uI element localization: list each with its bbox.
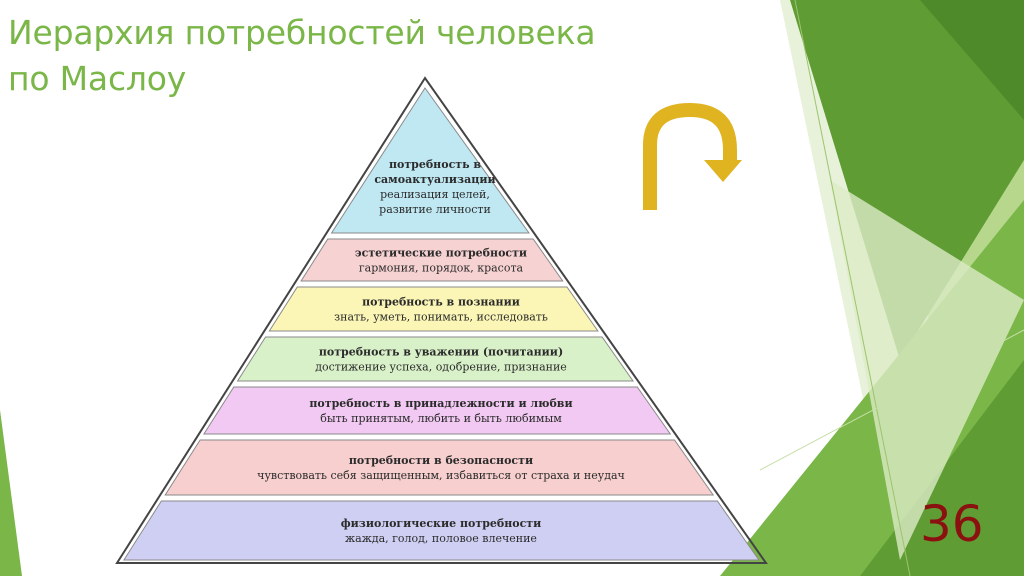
pyramid-level-6-band <box>164 439 715 496</box>
pyramid-level-7-line-2: жажда, голод, половое влечение <box>345 532 537 545</box>
pyramid-level-1-line-4: развитие личности <box>379 203 491 216</box>
slide-title: Иерархия потребностей человека по Маслоу <box>8 10 648 102</box>
pyramid-level-3-line-1: потребность в познании <box>362 296 520 309</box>
deco-line-1 <box>794 0 911 576</box>
pyramid-level-4-band <box>236 336 634 382</box>
deco-pale-wedge <box>830 180 1024 560</box>
deco-upper-dark <box>920 0 1024 120</box>
pyramid-level-4-line-2: достижение успеха, одобрение, признание <box>315 361 567 374</box>
pyramid-level-1-band <box>330 87 530 234</box>
pyramid-level-5-band <box>203 386 672 435</box>
pyramid-level-4-line-1: потребность в уважении (почитании) <box>319 346 563 359</box>
pyramid-level-2-band <box>300 238 564 282</box>
pyramid-level-1-line-1: потребность в <box>389 158 481 171</box>
pyramid-level-7-band <box>122 500 760 561</box>
u-turn-arrow-body <box>643 103 737 210</box>
pyramid-level-6-line-2: чувствовать себя защищенным, избавиться … <box>257 469 625 482</box>
pyramid-level-2-line-2: гармония, порядок, красота <box>359 262 524 275</box>
deco-left-wedge <box>0 410 22 576</box>
deco-line-2 <box>759 329 1024 471</box>
pyramid-level-6-line-1: потребности в безопасности <box>349 454 533 467</box>
u-turn-arrow-head <box>704 160 742 182</box>
pyramid-level-7-line-1: физиологические потребности <box>341 517 542 530</box>
pyramid-level-3-line-2: знать, уметь, понимать, исследовать <box>334 311 548 324</box>
pyramid-outline <box>115 76 768 564</box>
pyramid-level-3-band <box>268 286 599 332</box>
pyramid-labels: потребность в самоактуализации реализация … <box>257 158 625 545</box>
slide-number: 36 <box>920 495 984 553</box>
pyramid-level-1-line-3: реализация целей, <box>380 188 490 201</box>
slide-title-line-1: Иерархия потребностей человека <box>8 13 596 52</box>
pyramid-level-5-line-1: потребность в принадлежности и любви <box>309 397 572 410</box>
deco-dark-band <box>790 0 1024 360</box>
pyramid-level-2-line-1: эстетические потребности <box>355 247 527 260</box>
pyramid-level-1-line-2: самоактуализации <box>374 173 495 186</box>
pyramid-level-5-line-2: быть принятым, любить и быть любимым <box>320 412 562 425</box>
pyramid-bands <box>122 87 760 561</box>
slide-title-line-2: по Маслоу <box>8 59 187 98</box>
